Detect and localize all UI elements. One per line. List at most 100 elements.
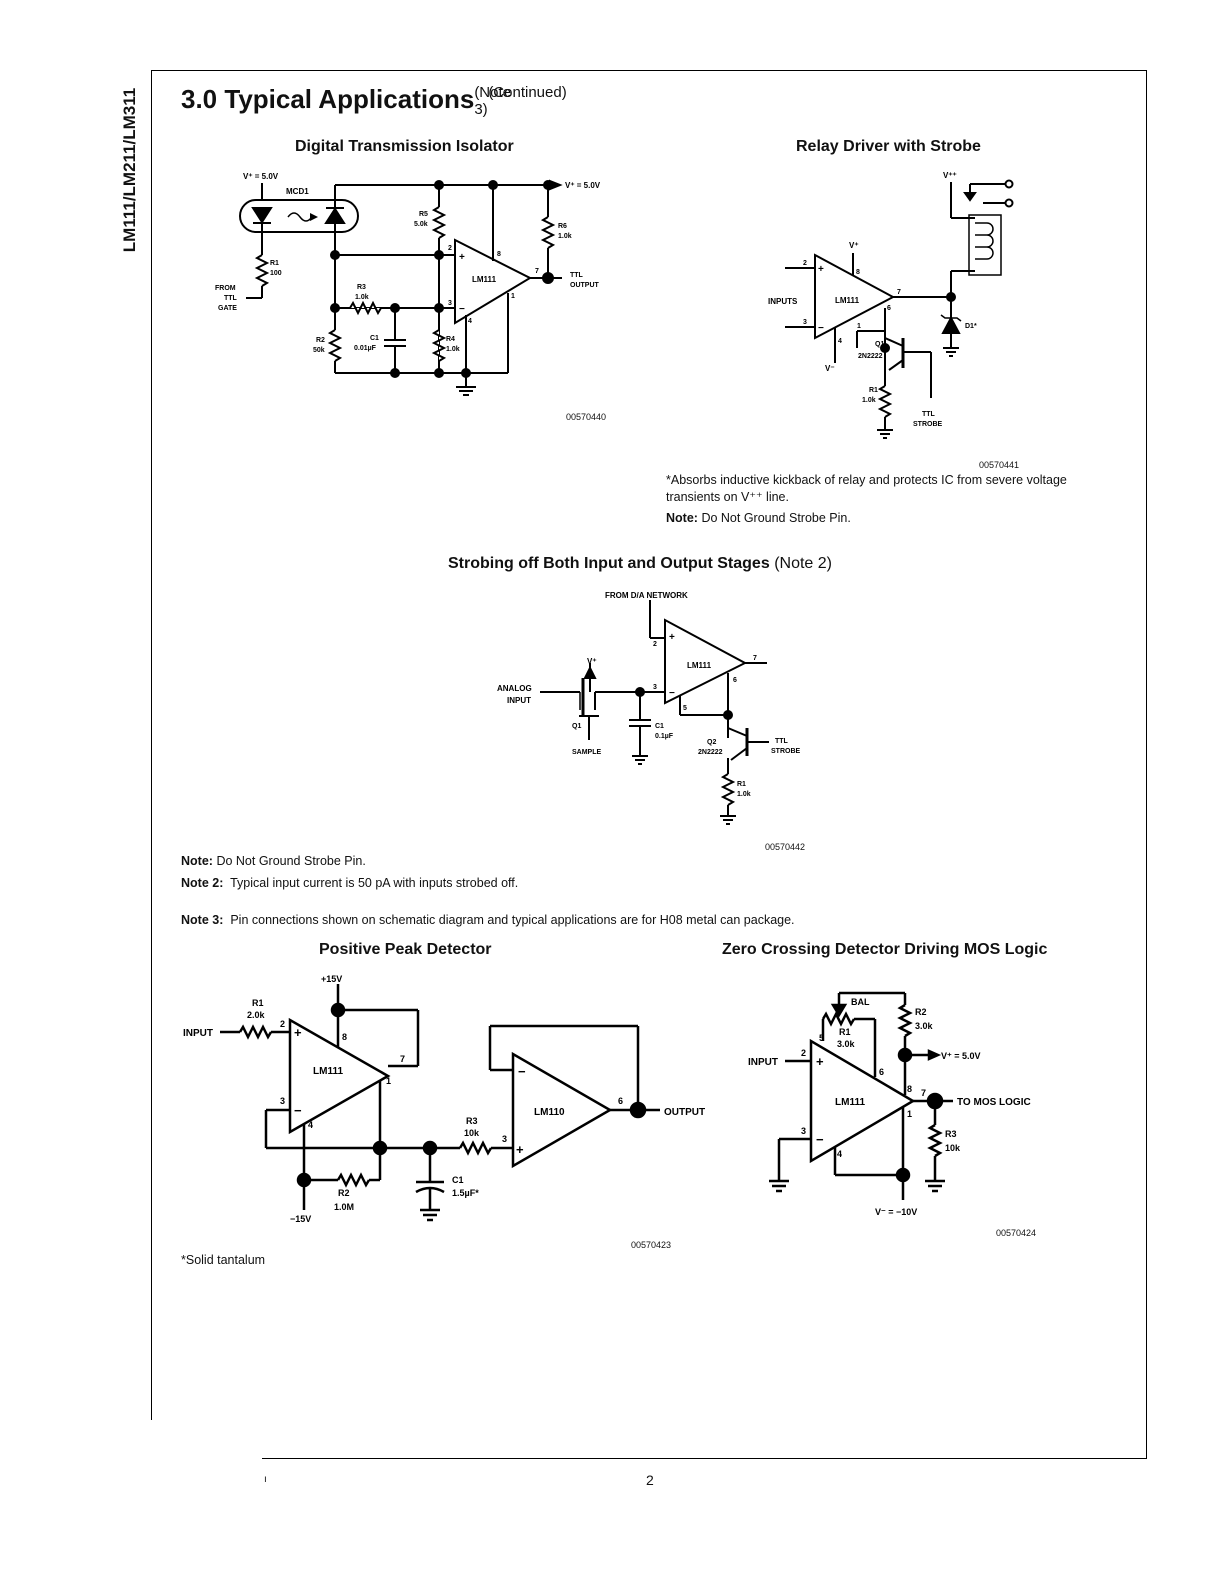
- label-r1v: 2.0k: [247, 1010, 266, 1020]
- label-r2v: 1.0M: [334, 1202, 354, 1212]
- label-p2: 2: [653, 641, 657, 648]
- label-r2: R2: [915, 1007, 927, 1017]
- label-inputs: INPUTS: [768, 297, 798, 306]
- label-r1v: 1.0k: [862, 397, 876, 404]
- label-input: INPUT: [183, 1028, 213, 1039]
- label-r1v: 3.0k: [837, 1039, 856, 1049]
- label-vplus: V⁺: [587, 657, 597, 666]
- label-p6: 6: [618, 1096, 623, 1106]
- label-p5: 5: [819, 1033, 824, 1043]
- photodiode-icon: [324, 207, 346, 224]
- label-c1: C1: [655, 723, 664, 730]
- label-p3: 3: [448, 300, 452, 307]
- label-p7: 7: [921, 1088, 926, 1098]
- fig2-note-text: Do Not Ground Strobe Pin.: [701, 511, 851, 525]
- label-ttl_out2: OUTPUT: [570, 282, 600, 289]
- fig5-schematic: BAL R1 3.0k R2 3.0k V⁺ = 5.0V INPUT LM11…: [748, 991, 1031, 1217]
- label-mcd1: MCD1: [286, 187, 309, 196]
- side-title-text: LM111/LM211/LM311: [120, 87, 139, 253]
- label-plus: +: [669, 632, 675, 643]
- label-p4: 4: [837, 1149, 842, 1159]
- label-from: FROM: [215, 285, 236, 292]
- note-3: Note 3: Pin connections shown on schemat…: [181, 912, 795, 929]
- r2-resistor: [327, 329, 343, 362]
- label-p2: 2: [448, 245, 452, 252]
- label-c1v: 0.1µF: [655, 733, 674, 740]
- label-vminus: V⁻: [825, 364, 835, 373]
- note-1-label: Note:: [181, 854, 213, 868]
- label-r1: R1: [737, 781, 746, 788]
- label-ttl: TTL: [922, 411, 936, 418]
- label-p1: 1: [511, 293, 515, 300]
- note-1: Note: Do Not Ground Strobe Pin.: [181, 853, 366, 870]
- fig5-lm111-comparator: [809, 1038, 916, 1164]
- label-p4: 4: [838, 338, 842, 345]
- label-r3: R3: [357, 284, 366, 291]
- label-p6: 6: [879, 1067, 884, 1077]
- label-ic: LM111: [835, 296, 860, 305]
- label-r3: R3: [945, 1129, 957, 1139]
- label-p7: 7: [753, 655, 757, 662]
- label-ttl: TTL: [224, 295, 238, 302]
- section-note: (Note 3): [474, 84, 511, 118]
- label-minus: −: [669, 688, 675, 699]
- label-r5v: 5.0k: [414, 221, 428, 228]
- label-p8: 8: [856, 269, 860, 276]
- label-r2: R2: [316, 337, 325, 344]
- d1-diode-icon: [941, 315, 961, 334]
- fig5-r3-resistor: [927, 1123, 943, 1158]
- label-vpp: V⁺⁺: [943, 171, 957, 180]
- label-vplus: V⁺ = 5.0V: [941, 1051, 981, 1061]
- label-c1: C1: [370, 335, 379, 342]
- relay-coil: [968, 214, 1002, 276]
- label-c1v: 1.5µF*: [452, 1188, 479, 1198]
- label-bal: BAL: [851, 997, 870, 1007]
- fig2-footnote: *Absorbs inductive kickback of relay and…: [666, 473, 1067, 504]
- r5-resistor: [431, 206, 447, 239]
- label-r1: R1: [270, 260, 279, 267]
- label-r1: R1: [252, 998, 264, 1008]
- label-p7: 7: [897, 289, 901, 296]
- fig3-title: Strobing off Both Input and Output Stage…: [448, 555, 832, 573]
- fig5-id: 00570424: [996, 1228, 1037, 1238]
- label-c1: C1: [452, 1175, 464, 1185]
- label-p3: 3: [801, 1126, 806, 1136]
- fig4-id: 00570423: [631, 1240, 672, 1250]
- fig4-schematic: +15V R1 2.0k INPUT LM111 LM110 R3 10k OU…: [183, 974, 705, 1224]
- section-title: 3.0 Typical Applications: [181, 84, 475, 114]
- r4-resistor: [431, 329, 447, 362]
- label-minus: −: [294, 1103, 302, 1118]
- label-vminus: V⁻ = −10V: [875, 1207, 917, 1217]
- label-r3v: 10k: [945, 1143, 961, 1153]
- fig1-schematic: V⁺ = 5.0V MCD1 V⁺ = 5.0V R5 5.0k R6 1.0k…: [215, 172, 601, 396]
- label-r6: R6: [558, 223, 567, 230]
- label-minus: −: [816, 1132, 824, 1147]
- label-analog: ANALOG: [497, 684, 532, 693]
- fig5-title: Zero Crossing Detector Driving MOS Logic: [722, 941, 1048, 958]
- label-r5: R5: [419, 211, 428, 218]
- fig1-title: Digital Transmission Isolator: [295, 138, 514, 155]
- led-diode-icon: [251, 207, 273, 224]
- fig2-id: 00570441: [979, 460, 1020, 470]
- label-p7: 7: [400, 1054, 405, 1064]
- label-vplus: V⁺: [849, 241, 859, 250]
- fig3-title-text: Strobing off Both Input and Output Stage…: [448, 555, 770, 572]
- fig4-title: Positive Peak Detector: [319, 941, 492, 958]
- lm110-opamp: [511, 1051, 613, 1169]
- label-r3v: 10k: [464, 1128, 480, 1138]
- label-p3: 3: [280, 1096, 285, 1106]
- fig4-r3-resistor: [458, 1140, 493, 1156]
- fig3-schematic: FROM D/A NETWORK V⁺ ANALOG INPUT Q1 SAMP…: [497, 591, 801, 825]
- label-q1v: 2N2222: [858, 353, 883, 360]
- fig5-r2-resistor: [897, 1003, 913, 1038]
- label-plus: +: [818, 264, 824, 275]
- fig3-lm111-comparator: [664, 618, 748, 705]
- fig4-r1-resistor: [238, 1024, 273, 1040]
- section-heading: 3.0 Typical Applications (Note 3) (Conti…: [181, 84, 567, 118]
- fig4-lm111-comparator: [288, 1017, 391, 1135]
- label-r6v: 1.0k: [558, 233, 572, 240]
- mcd1-package: [239, 199, 359, 233]
- fig4-footnote: *Solid tantalum: [181, 1253, 266, 1267]
- label-p1: 1: [907, 1109, 912, 1119]
- label-p8: 8: [342, 1032, 347, 1042]
